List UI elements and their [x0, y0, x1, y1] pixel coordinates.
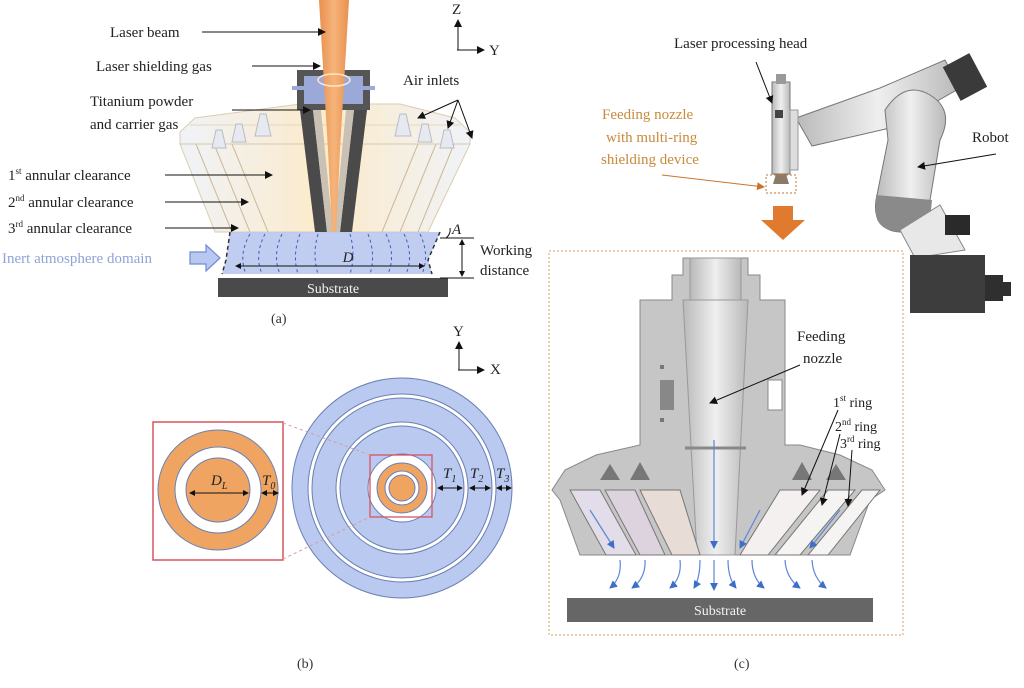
coaxial-nozzle	[300, 110, 367, 232]
first-clearance-label: 1st annular clearance	[8, 166, 131, 184]
t2-label: T2	[470, 466, 483, 485]
second-clearance-label: 2nd annular clearance	[8, 193, 134, 211]
inert-domain-label: Inert atmosphere domain	[2, 251, 152, 267]
laser-processing-head-illustration	[771, 74, 799, 184]
first-ring-label: 1st ring	[833, 393, 872, 411]
substrate-a-label: Substrate	[307, 282, 359, 297]
feeding-nozzle-device-pointer	[661, 174, 765, 191]
laser-processing-head-pointer	[755, 61, 774, 104]
y-axis-label-b: Y	[453, 324, 464, 340]
feeding-nozzle-device-label-1: Feeding nozzle	[602, 107, 694, 123]
laser-processing-head-label: Laser processing head	[674, 36, 808, 52]
robot-illustration	[795, 53, 1011, 313]
air-inlets-pointers	[417, 99, 474, 139]
third-clearance-label: 3rd annular clearance	[8, 219, 132, 237]
substrate-a	[218, 278, 448, 297]
second-ring-label: 2nd ring	[835, 417, 877, 435]
titanium-powder-label-2: and carrier gas	[90, 117, 178, 133]
panel-a: Substrate D A Working distance Laser bea…	[2, 0, 533, 327]
working-distance-dimension	[440, 227, 474, 279]
inset-rings	[157, 429, 279, 551]
zoom-region-box	[369, 454, 433, 518]
working-distance-label-2: distance	[480, 263, 529, 279]
t1-label: T1	[443, 466, 456, 485]
inert-domain-arrow-icon	[189, 243, 221, 273]
laser-beam-label: Laser beam	[110, 25, 180, 41]
concentric-rings	[291, 377, 513, 599]
diameter-label: D	[342, 250, 354, 266]
nozzle-cross-section	[551, 257, 886, 556]
caption-a: (a)	[271, 312, 287, 327]
gas-flow-arrows	[589, 440, 841, 591]
angle-label: A	[451, 222, 462, 238]
robot-label: Robot	[972, 130, 1010, 146]
third-ring-label: 3rd ring	[840, 434, 881, 452]
caption-b: (b)	[297, 657, 314, 672]
panel-b: Y X DL T0 T1 T2	[152, 324, 513, 672]
x-axis-label: X	[490, 362, 501, 378]
detail-frame	[548, 250, 904, 636]
caption-c: (c)	[734, 657, 750, 672]
z-axis-label: Z	[452, 2, 461, 18]
zy-axes-icon	[454, 19, 485, 54]
feeding-nozzle-pointer	[709, 364, 801, 404]
ring-pointers	[801, 409, 853, 507]
focus-lens	[317, 73, 351, 87]
laser-beam	[319, 0, 349, 232]
dl-label: DL	[210, 473, 228, 492]
substrate-c-label: Substrate	[694, 604, 746, 619]
air-inlets-label: Air inlets	[403, 73, 459, 89]
laser-shielding-gas-label: Laser shielding gas	[96, 59, 212, 75]
panel-c: Laser processing head Feeding nozzle wit…	[548, 36, 1011, 672]
working-distance-label-1: Working	[480, 243, 533, 259]
feeding-nozzle-device-label-2: with multi-ring	[606, 130, 698, 146]
inert-atmosphere-domain	[221, 231, 441, 275]
yx-axes-icon	[455, 341, 485, 374]
robot-pointer	[917, 153, 997, 170]
titanium-powder-label-1: Titanium powder	[90, 94, 193, 110]
air-inlet-nozzles	[211, 113, 455, 149]
substrate-c	[567, 598, 873, 622]
zoom-connector-bottom	[282, 516, 371, 560]
feeding-nozzle-label-1: Feeding	[797, 329, 846, 345]
feeding-nozzle-device-label-3: shielding device	[601, 152, 699, 168]
down-arrow-icon	[761, 206, 805, 240]
feeding-nozzle-label-2: nozzle	[803, 351, 842, 367]
y-axis-label-a: Y	[489, 43, 500, 59]
t3-label: T3	[496, 466, 509, 485]
t0-label: T0	[262, 473, 275, 492]
